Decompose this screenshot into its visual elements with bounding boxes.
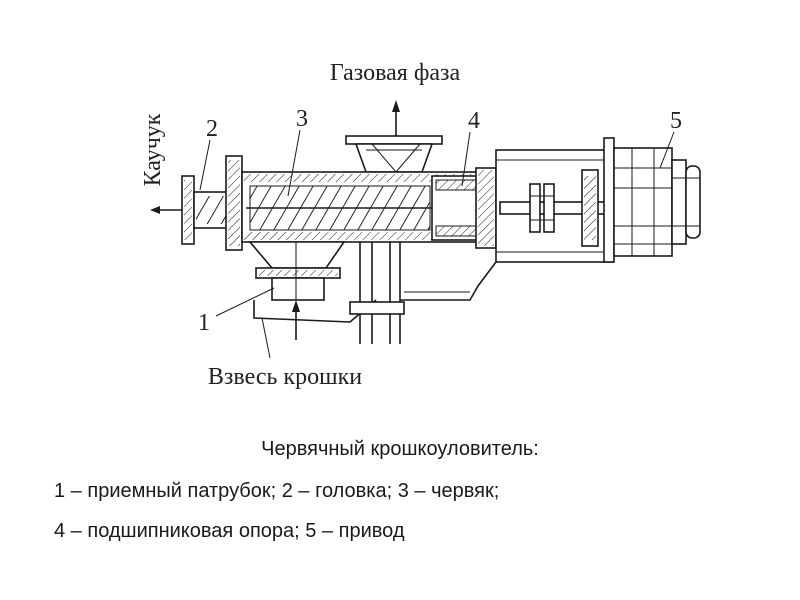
item-5-label: 5 <box>670 108 682 134</box>
support-frame <box>349 242 497 344</box>
gas-hood <box>345 135 443 173</box>
bearing-support <box>431 167 497 249</box>
slurry-label: Взвесь крошки <box>208 364 362 390</box>
gas-phase-label: Газовая фаза <box>330 60 461 86</box>
item-2-label: 2 <box>206 116 218 142</box>
figure-caption-legend-line-2: 4 – подшипниковая опора; 5 – привод <box>54 520 405 542</box>
leader-lines <box>199 129 675 317</box>
head-flange <box>150 175 231 245</box>
inlet-hopper <box>248 241 377 359</box>
figure-caption-legend-line-1: 1 – приемный патрубок; 2 – головка; 3 – … <box>54 480 500 502</box>
figure-caption-title: Червячный крошкоуловитель: <box>261 438 539 460</box>
drive-motor <box>603 137 701 263</box>
item-4-label: 4 <box>468 108 480 134</box>
rubber-label: Каучук <box>140 113 166 186</box>
item-1-label: 1 <box>198 310 210 336</box>
drive-frame <box>495 149 613 263</box>
item-3-label: 3 <box>296 106 308 132</box>
